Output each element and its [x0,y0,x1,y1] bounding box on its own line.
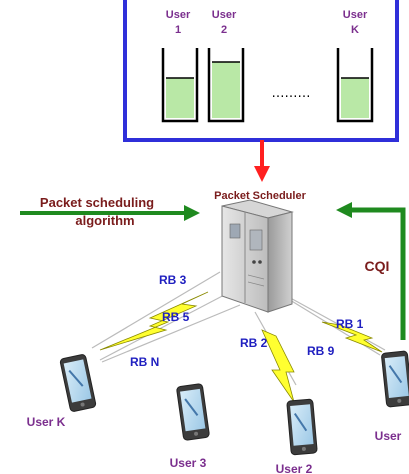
rb-label-1: RB 1 [336,317,364,331]
queue-ellipsis: ……… [272,86,311,101]
lightning-bolt-user-2 [261,329,295,403]
rb-label-9: RB 9 [307,344,335,358]
lightning-bolt-user-k [99,291,209,351]
device-user-2 [285,397,319,457]
algorithm-label-line1: Packet scheduling [40,195,154,210]
rb-label-2: RB 2 [240,336,268,350]
device-user-3 [175,382,211,442]
device-label-user-2: User 2 [276,462,313,474]
device-user [380,349,409,409]
rb-label-n: RB N [130,355,159,369]
queue-user-1-label: User [166,9,191,21]
radio-links [91,271,386,386]
queue-user-k-index: K [351,24,359,36]
queue-user-2-label: User [212,9,237,21]
lightning-bolts [99,291,383,403]
scheduler-label: Packet Scheduler [214,190,306,202]
queue-user-2-index: 2 [221,24,227,36]
device-label-user: User [375,429,402,443]
rb-label-5: RB 5 [162,310,190,324]
cqi-label: CQI [365,258,390,274]
queue-user-k-label: User [343,9,368,21]
queue-box: User 1 User 2 User K ……… [123,0,399,142]
lightning-bolt-user [321,321,383,353]
queue-user-k [336,48,374,123]
red-down-arrow [254,140,270,182]
device-label-user-3: User 3 [170,456,207,470]
packet-scheduler-server [221,199,294,313]
cqi-feedback-arrow [336,202,406,340]
queue-user-2 [207,48,245,123]
device-label-user-k: User K [27,415,66,429]
queue-user-1-index: 1 [175,24,181,36]
device-user-k [58,352,98,414]
queue-user-1 [161,48,199,123]
algorithm-arrow [20,205,200,221]
algorithm-label-line2: algorithm [75,213,134,228]
rb-label-3: RB 3 [159,273,187,287]
queue-box-border [123,0,399,142]
